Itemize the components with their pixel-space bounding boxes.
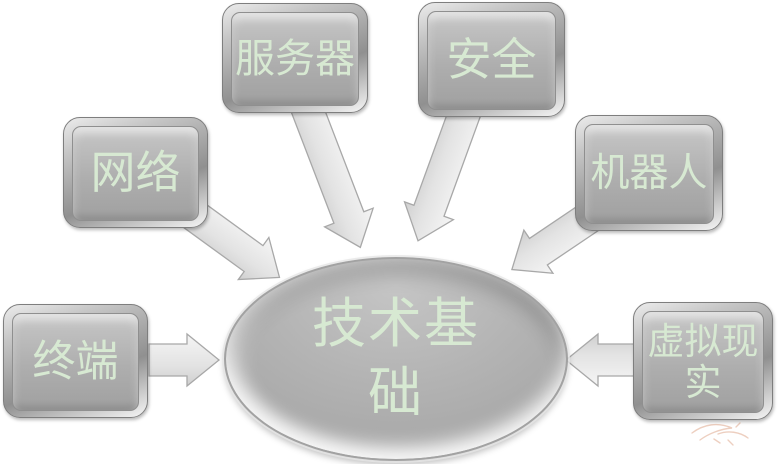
node-server-label: 服务器	[235, 36, 355, 81]
node-server-face: 服务器	[231, 12, 359, 106]
node-robot-label: 机器人	[590, 152, 708, 196]
node-terminal-label: 终端	[32, 337, 119, 386]
arrow-vr-to-center	[564, 332, 635, 388]
hub-label: 技术基础	[312, 293, 480, 423]
watermark-icon	[691, 422, 749, 446]
node-network: 网络	[63, 117, 208, 228]
node-network-face: 网络	[72, 126, 199, 221]
arrow-terminal-to-center	[148, 332, 221, 388]
node-robot: 机器人	[575, 115, 723, 231]
hub-ellipse-tech-foundation: 技术基础	[224, 257, 568, 461]
node-robot-face: 机器人	[584, 124, 714, 224]
node-security: 安全	[418, 2, 565, 117]
node-terminal: 终端	[3, 304, 148, 418]
node-vr: 虚拟现实	[633, 302, 773, 420]
node-server: 服务器	[222, 3, 368, 113]
arrow-server-to-center	[287, 91, 375, 249]
node-network-label: 网络	[90, 147, 181, 199]
node-vr-face: 虚拟现实	[642, 311, 764, 413]
node-vr-label: 虚拟现实	[647, 320, 759, 403]
node-security-label: 安全	[446, 34, 537, 86]
node-terminal-face: 终端	[12, 313, 139, 411]
node-security-face: 安全	[427, 11, 556, 110]
